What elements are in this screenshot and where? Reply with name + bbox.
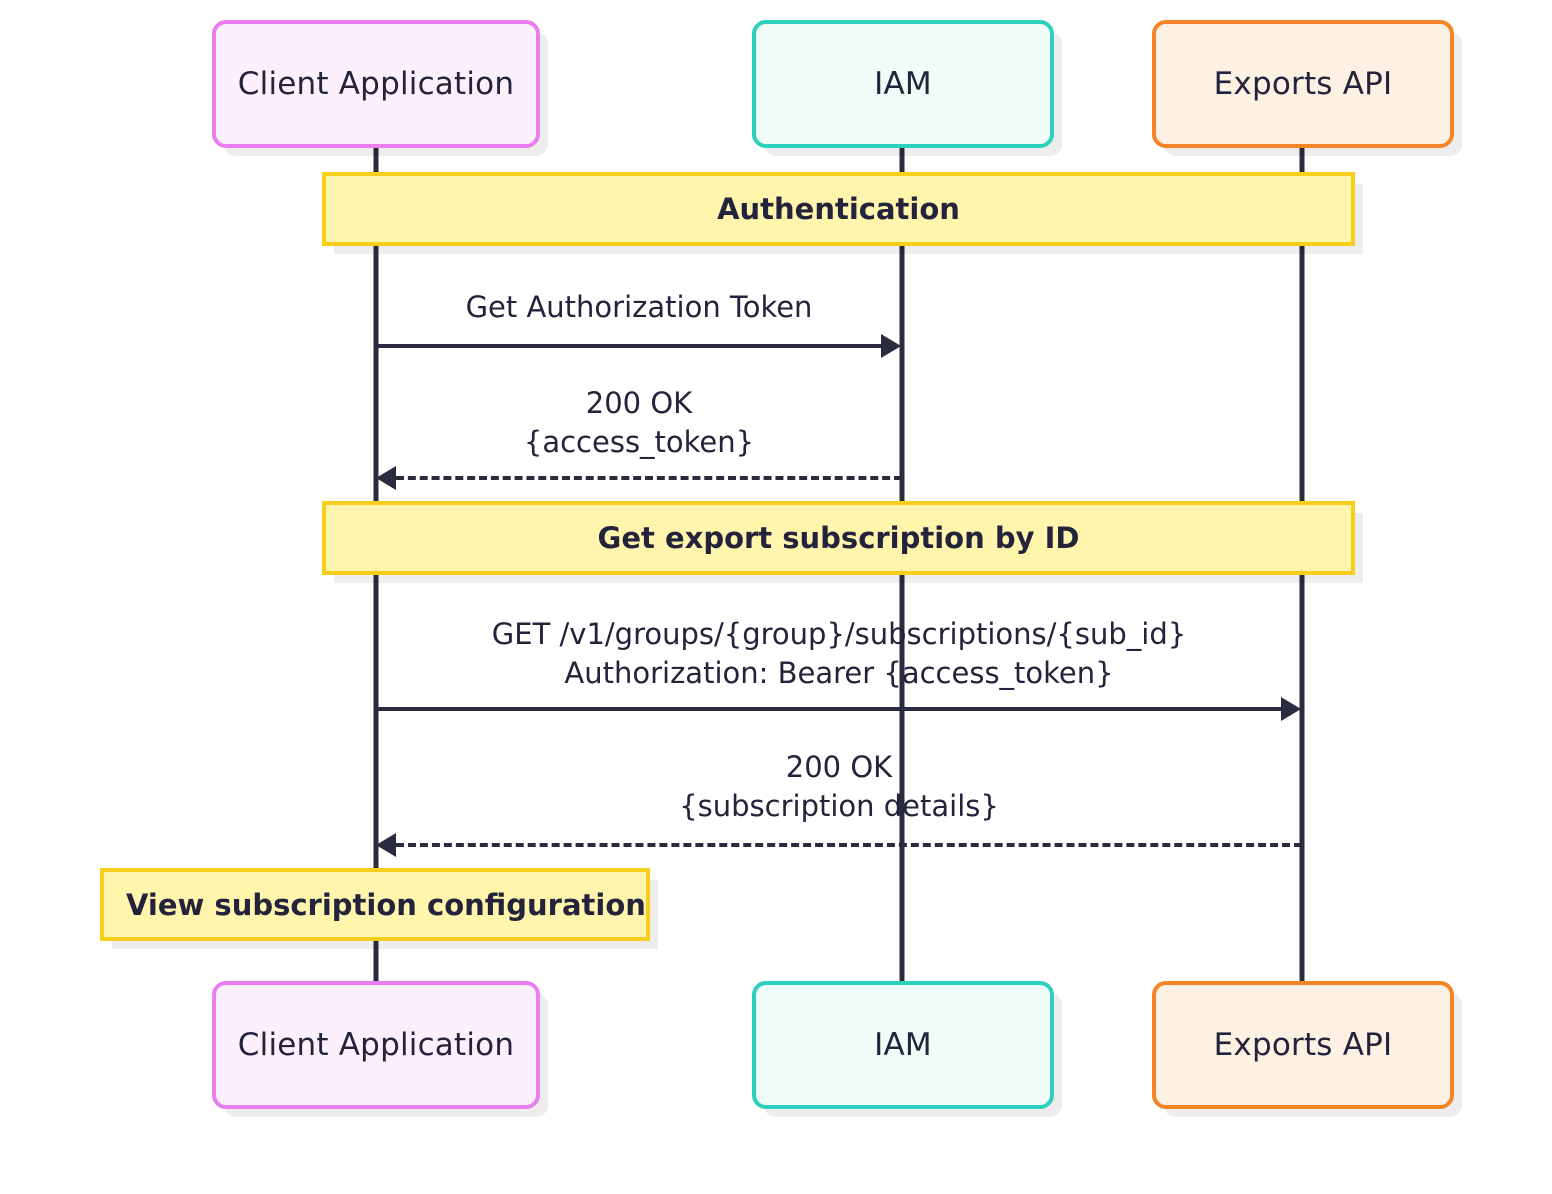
participant-label: Client Application (237, 66, 515, 102)
message-label-get-subscription-request: GET /v1/groups/{group}/subscriptions/{su… (491, 617, 1187, 690)
message-line-get-subscription-request (376, 707, 1281, 711)
participant-client-bottom[interactable]: Client Application (212, 981, 540, 1109)
participant-label: Client Application (237, 1027, 515, 1063)
note-label: View subscription configuration (126, 887, 646, 922)
participant-client-top[interactable]: Client Application (212, 20, 540, 148)
participant-label: IAM (874, 1027, 932, 1063)
participant-label: Exports API (1213, 66, 1393, 102)
arrowhead-left-icon (376, 466, 396, 490)
arrowhead-left-icon (376, 833, 396, 857)
arrowhead-right-icon (1281, 697, 1301, 721)
participant-label: IAM (874, 66, 932, 102)
section-label: Get export subscription by ID (597, 521, 1080, 555)
section-label: Authentication (717, 192, 960, 226)
participant-label: Exports API (1213, 1027, 1393, 1063)
participant-iam-top[interactable]: IAM (752, 20, 1054, 148)
message-line-iam-200-ok (396, 476, 902, 480)
note-view-subscription-configuration[interactable]: View subscription configuration (100, 868, 650, 941)
message-line-exports-200-ok (396, 843, 1302, 847)
message-label-exports-200-ok: 200 OK {subscription details} (679, 750, 999, 823)
section-banner-authentication[interactable]: Authentication (322, 172, 1355, 246)
section-banner-get-export-subscription-by-id[interactable]: Get export subscription by ID (322, 501, 1355, 575)
message-label-get-authorization-token: Get Authorization Token (465, 290, 813, 324)
message-label-iam-200-ok: 200 OK {access_token} (523, 386, 755, 459)
participant-exports-top[interactable]: Exports API (1152, 20, 1454, 148)
message-line-get-authorization-token (376, 344, 881, 348)
arrowhead-right-icon (881, 334, 901, 358)
participant-iam-bottom[interactable]: IAM (752, 981, 1054, 1109)
participant-exports-bottom[interactable]: Exports API (1152, 981, 1454, 1109)
